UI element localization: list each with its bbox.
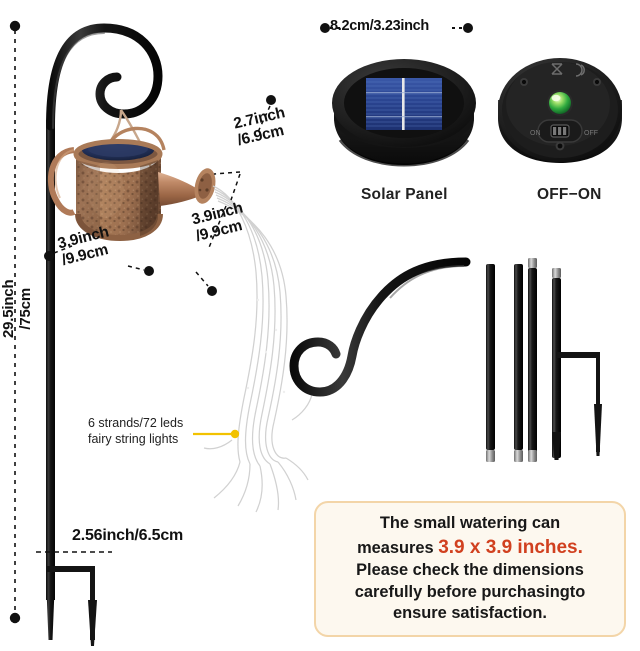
stake-width-dimension-label: 2.56inch/6.5cm xyxy=(72,527,184,544)
part-rod-3 xyxy=(528,258,537,462)
part-rod-2 xyxy=(514,264,523,462)
pole-height-dimension-label: 29.5inch /75cm xyxy=(0,279,34,339)
callout-line-3: Please check the dimensions xyxy=(356,560,584,579)
svg-text:ON: ON xyxy=(530,130,541,137)
svg-text:OFF: OFF xyxy=(584,130,598,137)
can-width-leader xyxy=(44,245,154,276)
can-height-leader xyxy=(195,205,227,296)
part-ground-stake xyxy=(552,268,602,460)
callout-line-1: The small watering can xyxy=(379,513,561,532)
assembled-product-left xyxy=(9,20,313,646)
callout-line-4: carefully before purchasingto xyxy=(354,582,586,601)
part-rod-1 xyxy=(486,264,495,462)
panel-width-dimension xyxy=(320,23,473,33)
fairy-label-leader xyxy=(193,429,240,439)
watering-can xyxy=(47,126,216,242)
disassembled-parts xyxy=(289,257,602,462)
led-nodes xyxy=(246,298,286,394)
callout-highlight: 3.9 x 3.9 inches. xyxy=(438,536,583,558)
solar-panel-disc xyxy=(332,59,476,167)
fairy-string-lights xyxy=(203,185,313,513)
switch-disc: ON OFF xyxy=(498,58,622,163)
ground-stake xyxy=(46,566,97,646)
fairy-lights-annotation: 6 strands/72 leds fairy string lights xyxy=(88,416,184,446)
solar-panel-diameter-label: 8.2cm/3.23inch xyxy=(330,18,429,34)
callout-line-2-prefix: measures xyxy=(357,538,439,557)
switch-caption: OFF−ON xyxy=(537,186,602,203)
callout-line-5: ensure satisfaction. xyxy=(393,604,547,623)
callout-text: The small watering can measures 3.9 x 3.… xyxy=(349,513,591,626)
solar-panel-caption: Solar Panel xyxy=(361,186,448,203)
solar-components: ON OFF xyxy=(320,23,622,167)
dimension-callout-box: The small watering can measures 3.9 x 3.… xyxy=(314,501,626,637)
part-hook xyxy=(289,257,471,457)
spout-leader xyxy=(213,95,276,201)
height-dimension-line xyxy=(9,20,21,624)
